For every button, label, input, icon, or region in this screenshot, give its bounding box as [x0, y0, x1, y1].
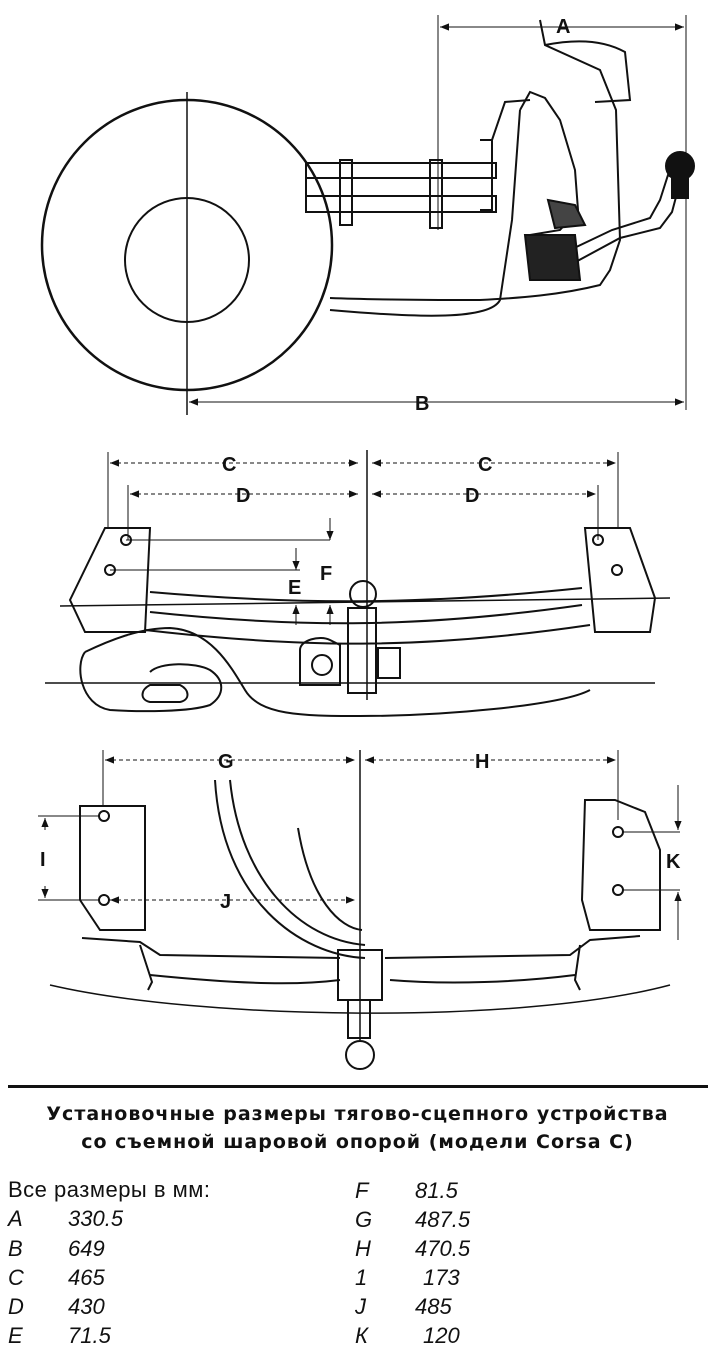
separator-rule	[8, 1085, 708, 1088]
legend-key: F	[355, 1178, 369, 1203]
legend-row: A 330.5	[8, 1205, 208, 1233]
legend-row: B 649	[8, 1235, 208, 1263]
legend-value: 470.5	[415, 1236, 471, 1261]
legend-row: F 81.5	[355, 1177, 555, 1205]
side-view	[40, 15, 695, 415]
dim-label-c-left: C	[222, 454, 236, 476]
dim-label-i: I	[40, 849, 46, 871]
legend-row: H 470.5	[355, 1235, 555, 1263]
mounting-bar	[305, 162, 497, 179]
legend-row: C 465	[8, 1264, 208, 1292]
legend-row: D 430	[8, 1293, 208, 1321]
left-bracket-bottom	[79, 805, 146, 931]
legend-key: D	[8, 1294, 24, 1319]
legend-value: 485	[415, 1294, 452, 1319]
dim-label-f: F	[320, 563, 332, 585]
dim-label-j: J	[220, 891, 231, 913]
dim-label-g: G	[218, 751, 234, 773]
legend-value: 465	[68, 1265, 105, 1290]
body-outline	[329, 19, 622, 302]
left-bracket	[68, 527, 152, 633]
dim-label-c-right: C	[478, 454, 492, 476]
tow-ball-bottom	[345, 1040, 375, 1070]
legend-key: A	[8, 1206, 23, 1231]
caption-line-1: Установочные размеры тягово-сцепного уст…	[46, 1103, 669, 1125]
legend-value: 120	[423, 1323, 460, 1348]
legend-key: К	[355, 1323, 368, 1348]
dim-label-h: H	[475, 751, 489, 773]
legend-value: 173	[423, 1265, 460, 1290]
legend-key: C	[8, 1265, 24, 1290]
legend-row: 1 173	[355, 1264, 555, 1292]
legend-row: E 71.5	[8, 1322, 208, 1350]
right-bracket	[583, 527, 657, 633]
dim-label-a: A	[556, 16, 570, 38]
hitch-arm	[569, 173, 682, 267]
legend-value: 430	[68, 1294, 105, 1319]
legend-value: 487.5	[415, 1207, 471, 1232]
tow-ball-rear	[349, 580, 377, 608]
legend-row: К 120	[355, 1322, 555, 1350]
legend-value: 81.5	[415, 1178, 458, 1203]
rear-view	[45, 450, 671, 718]
legend-key: E	[8, 1323, 23, 1348]
legend-value: 649	[68, 1236, 105, 1261]
legend-key: J	[355, 1294, 366, 1319]
legend-value: 71.5	[68, 1323, 111, 1348]
legend-heading: Все размеры в мм:	[8, 1177, 211, 1202]
dim-label-k: K	[666, 851, 681, 873]
dim-label-e: E	[288, 577, 301, 599]
bottom-view	[38, 750, 682, 1070]
legend-key: G	[355, 1207, 373, 1232]
legend-key: H	[355, 1236, 371, 1261]
dim-label-d-right: D	[465, 485, 479, 507]
towbar-installation-drawing: A B	[38, 15, 695, 1070]
right-bracket-bottom	[580, 799, 661, 931]
legend-key: 1	[355, 1265, 368, 1290]
caption-line-2: со съемной шаровой опорой (модели Corsa …	[81, 1131, 634, 1153]
dim-label-b: B	[415, 393, 429, 415]
legend-row: G 487.5	[355, 1206, 555, 1234]
dim-label-d-left: D	[236, 485, 250, 507]
legend-value: 330.5	[68, 1206, 124, 1231]
legend-key: B	[8, 1236, 23, 1261]
legend-row: J 485	[355, 1293, 555, 1321]
